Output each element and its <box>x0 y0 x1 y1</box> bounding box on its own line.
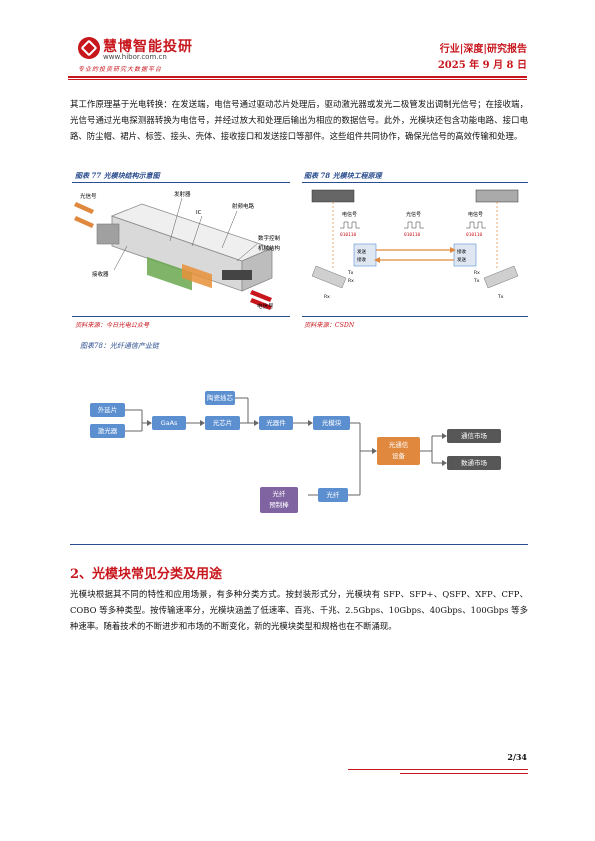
figure78-left-send: 发送 <box>357 248 366 255</box>
figure78-tx-left: Tx <box>347 270 354 276</box>
figure78-source: 资料来源：CSDN <box>304 322 355 329</box>
section2-paragraph: 光模块根据其不同的特性和应用场景，有多种分类方式。按封装形式分，光模块有 SFP… <box>70 589 528 632</box>
figure77-label-emitter: 发射器 <box>174 190 191 198</box>
figure78-tx-right: Tx <box>473 278 480 284</box>
intro-paragraph: 其工作原理基于光电转换：在发送端，电信号通过驱动芯片处理后，驱动激光器或发光二极… <box>70 99 528 142</box>
figure78-right-recv: 接收 <box>457 248 466 255</box>
figure77-source-rule <box>72 316 290 317</box>
chain-node-epitaxy: 外延片 <box>90 403 125 417</box>
page-number: 2/34 <box>507 752 527 762</box>
figure78-bits-right: 010110 <box>466 232 483 238</box>
figure77-source: 资料来源：今日光电公众号 <box>75 322 150 329</box>
section2-title: 2、光模块常见分类及用途 <box>70 567 223 582</box>
figure77-label-rf-circuit: 射频电路 <box>232 202 255 210</box>
chain-node-equipment: 光通信 设备 <box>377 437 420 465</box>
chain-node-ceramic: 陶瓷插芯 <box>205 391 235 405</box>
chain-node-device: 光器件 <box>259 416 293 430</box>
figure77-label-electrical-signal: 电信号 <box>257 302 274 310</box>
chain-node-preform-line1: 光纤 <box>272 490 286 498</box>
figure78-left-recv: 接收 <box>357 256 366 263</box>
chain-figure-caption: 图表78：光纤通信产业链 <box>80 342 159 350</box>
figure77-label-mechanical: 机械结构 <box>258 244 281 252</box>
figure78-bits-left: 010110 <box>340 232 357 238</box>
figure77-label-ic: IC <box>196 210 202 216</box>
chain-node-fiber: 光纤 <box>318 488 348 502</box>
figure78-caption-rule <box>302 182 528 183</box>
figure78-bits-middle: 010110 <box>404 232 421 238</box>
footer-rule-thin <box>400 773 528 774</box>
chain-node-equipment-line2: 设备 <box>392 452 405 460</box>
logo-name: 慧博智能投研 <box>103 39 193 55</box>
chain-node-telecom: 通信市场 <box>447 429 501 443</box>
report-date: 2025 年 9 月 8 日 <box>437 60 527 71</box>
logo-url: www.hibor.com.cn <box>103 53 167 61</box>
logo-icon <box>78 37 100 59</box>
figure77-caption: 图表 77 光模块结构示意图 <box>75 171 160 180</box>
figure77-label-digital-control: 数字控制 <box>258 234 281 242</box>
figure78-rx-left-bottom: Rx <box>324 294 330 300</box>
chain-node-gaas: GaAs <box>152 416 186 430</box>
chain-node-chip: 光芯片 <box>205 416 240 430</box>
figure77-label-optical-signal: 光信号 <box>80 192 97 200</box>
figure78-rx-left: Rx <box>348 278 354 284</box>
chain-node-equipment-line1: 光通信 <box>388 441 409 449</box>
chain-node-preform-line2: 预制棒 <box>269 501 289 509</box>
figure78-engineering-diagram: 电信号 光信号 电信号 010110 010110 010110 发送 接收 接… <box>311 189 519 300</box>
header-divider-thin <box>68 79 527 80</box>
chain-node-datacom: 数通市场 <box>447 456 501 470</box>
report-category: 行业|深度|研究报告 <box>439 44 527 55</box>
figure78-label-electrical-right: 电信号 <box>468 211 483 218</box>
figure78-tx-right-bottom: Tx <box>497 294 504 300</box>
chain-node-laser: 激光器 <box>90 424 125 438</box>
header-divider <box>68 76 527 78</box>
chain-connectors <box>125 397 447 498</box>
figure78-source-rule <box>302 316 528 317</box>
figure78-label-optical: 光信号 <box>406 211 421 218</box>
footer-rule <box>348 769 528 770</box>
chain-node-module: 光模块 <box>313 416 350 430</box>
figure77-label-receiver: 接收器 <box>92 270 109 278</box>
figure78-label-electrical-left: 电信号 <box>342 211 357 218</box>
figure78-right-send: 发送 <box>457 256 466 263</box>
figure78-caption: 图表 78 光模块工程原理 <box>304 171 382 180</box>
figure77-caption-rule <box>72 182 290 183</box>
figure78-rx-right: Rx <box>474 270 480 276</box>
chain-node-preform: 光纤 预制棒 <box>260 487 298 513</box>
section-divider <box>70 544 528 545</box>
logo-slogan: 专业的投资研究大数据平台 <box>78 66 163 73</box>
figure77-module-illustration: 光信号 发射器 IC 射频电路 数字控制 机械结构 接收器 电信号 <box>74 190 281 310</box>
